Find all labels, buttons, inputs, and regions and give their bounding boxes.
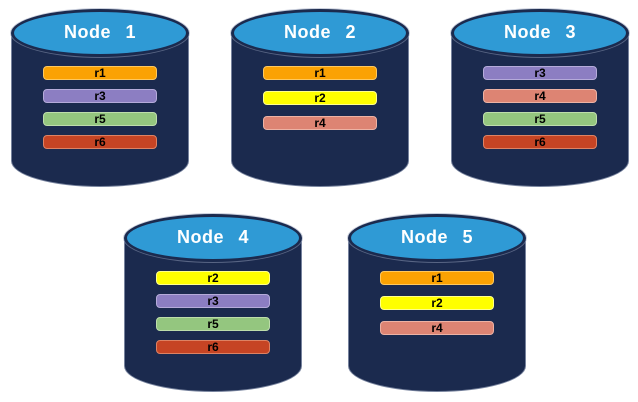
replica-bar: r3 — [483, 66, 597, 80]
replica-list: r3 r4 r5 r6 — [451, 66, 629, 149]
cylinder-top: Node 3 — [451, 9, 629, 57]
replica-bar: r4 — [483, 89, 597, 103]
replica-bar: r6 — [43, 135, 157, 149]
node-title: Node 1 — [63, 21, 136, 42]
database-node: Node 3 r3 r4 r5 r6 — [451, 9, 629, 187]
replica-label: r6 — [94, 135, 106, 149]
replica-label: r3 — [534, 66, 546, 80]
cylinder-body — [348, 238, 526, 392]
replica-label: r1 — [431, 271, 443, 285]
replica-label: r6 — [534, 135, 546, 149]
replica-list: r1 r3 r5 r6 — [11, 66, 189, 149]
cylinder-top: Node 1 — [11, 9, 189, 57]
replica-label: r3 — [207, 294, 219, 308]
replica-bar: r4 — [263, 116, 377, 130]
replica-bar: r5 — [483, 112, 597, 126]
replica-list: r1 r2 r4 — [348, 271, 526, 335]
cylinder-body — [124, 238, 302, 392]
cylinder-body — [11, 33, 189, 187]
cylinder-top: Node 2 — [231, 9, 409, 57]
node-title: Node 4 — [176, 226, 249, 247]
database-node: Node 5 r1 r2 r4 — [348, 214, 526, 392]
replica-label: r2 — [314, 91, 326, 105]
cylinder-body — [451, 33, 629, 187]
replica-bar: r3 — [43, 89, 157, 103]
node-title: Node 3 — [503, 21, 576, 42]
replica-bar: r6 — [156, 340, 270, 354]
database-node: Node 2 r1 r2 r4 — [231, 9, 409, 187]
replica-label: r1 — [314, 66, 326, 80]
cylinder-body — [231, 33, 409, 187]
replica-label: r3 — [94, 89, 106, 103]
database-node: Node 4 r2 r3 r5 r6 — [124, 214, 302, 392]
replica-label: r5 — [207, 317, 219, 331]
replica-label: r2 — [207, 271, 219, 285]
replica-label: r1 — [94, 66, 106, 80]
replica-bar: r3 — [156, 294, 270, 308]
node-title: Node 5 — [400, 226, 473, 247]
replica-label: r4 — [314, 116, 326, 130]
replica-list: r2 r3 r5 r6 — [124, 271, 302, 354]
replica-bar: r1 — [380, 271, 494, 285]
replica-bar: r5 — [156, 317, 270, 331]
replica-label: r4 — [431, 321, 443, 335]
replica-list: r1 r2 r4 — [231, 66, 409, 130]
replica-bar: r6 — [483, 135, 597, 149]
replica-label: r2 — [431, 296, 443, 310]
cylinder-top: Node 4 — [124, 214, 302, 262]
replica-label: r5 — [534, 112, 546, 126]
replica-label: r5 — [94, 112, 106, 126]
replica-bar: r2 — [156, 271, 270, 285]
cylinder-top: Node 5 — [348, 214, 526, 262]
replica-bar: r4 — [380, 321, 494, 335]
replica-label: r4 — [534, 89, 546, 103]
replica-bar: r5 — [43, 112, 157, 126]
replica-bar: r2 — [380, 296, 494, 310]
database-node: Node 1 r1 r3 r5 r6 — [11, 9, 189, 187]
replica-label: r6 — [207, 340, 219, 354]
replica-bar: r1 — [43, 66, 157, 80]
node-title: Node 2 — [283, 21, 356, 42]
replica-bar: r2 — [263, 91, 377, 105]
replica-bar: r1 — [263, 66, 377, 80]
